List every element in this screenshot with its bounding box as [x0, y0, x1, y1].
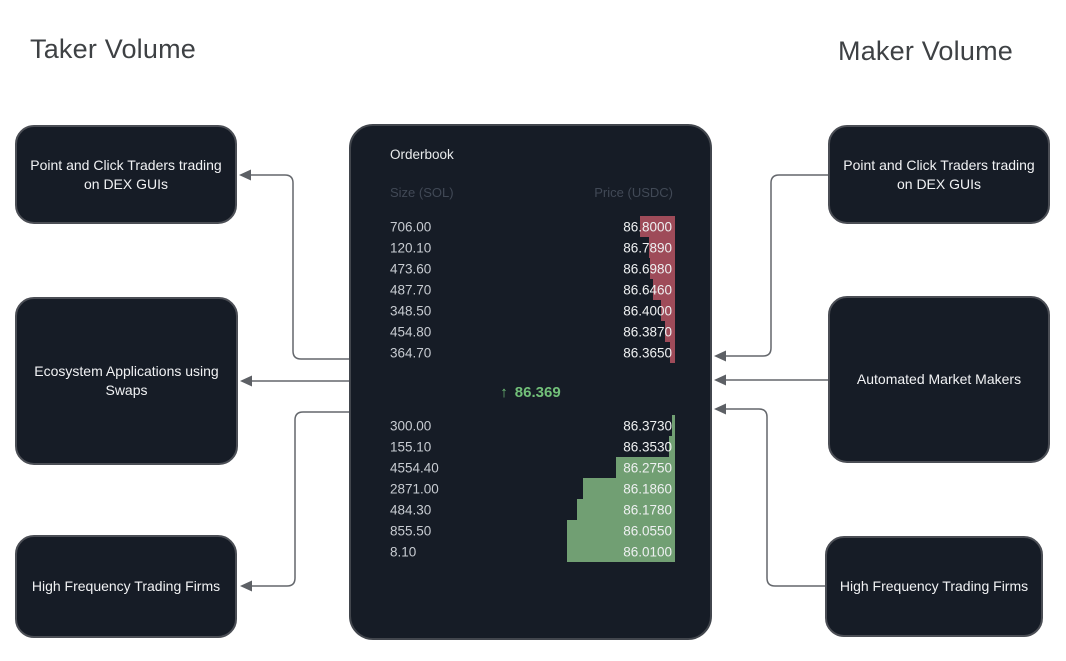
- orderbook-title: Orderbook: [390, 147, 454, 162]
- arrowhead-taker-hft: [240, 580, 252, 592]
- ask-row-price: 86.4000: [623, 303, 672, 318]
- ask-row-depth-bar: [670, 342, 675, 363]
- bid-row-size: 2871.00: [390, 481, 439, 496]
- maker-box-hft-firms-label: High Frequency Trading Firms: [839, 578, 1029, 595]
- ask-row-price: 86.7890: [623, 240, 672, 255]
- arrow-orderbook-to-taker-point-and-click: [251, 174, 349, 360]
- maker-volume-title: Maker Volume: [838, 36, 1013, 66]
- ask-row-size: 487.70: [390, 282, 432, 297]
- bids-list: 300.00 86.3730 155.10 86.3530 4554.40 86.2750…: [351, 415, 710, 562]
- bid-row-size: 155.10: [390, 439, 432, 454]
- size-column-header: Size (SOL): [390, 185, 454, 200]
- ask-row-depth-bar: [649, 237, 675, 258]
- bid-row: 855.50 86.0550: [351, 520, 710, 541]
- ask-row-depth-bar: [665, 321, 675, 342]
- mid-price: ↑ 86.369: [351, 379, 710, 405]
- bid-row: 155.10 86.3530: [351, 436, 710, 457]
- bid-row-price: 86.2750: [623, 460, 672, 475]
- ask-row-depth-bar: [661, 300, 675, 321]
- bid-row-depth-bar: [577, 499, 675, 520]
- taker-box-hft-firms-label: High Frequency Trading Firms: [31, 578, 221, 595]
- ask-row-size: 473.60: [390, 261, 432, 276]
- up-arrow-icon: ↑: [500, 383, 508, 401]
- orderbook-column-headers: Size (SOL) Price (USDC): [390, 185, 673, 200]
- ask-row-price: 86.6980: [623, 261, 672, 276]
- bid-row-depth-bar: [567, 520, 675, 541]
- bid-row-size: 484.30: [390, 502, 432, 517]
- maker-box-point-and-click-label: Point and Click Traders trading on DEX G…: [843, 156, 1035, 192]
- taker-box-hft-firms: High Frequency Trading Firms: [15, 535, 237, 638]
- bid-row: 4554.40 86.2750: [351, 457, 710, 478]
- arrow-maker-hft-to-orderbook: [726, 408, 825, 587]
- ask-row: 706.00 86.8000: [351, 216, 710, 237]
- taker-box-point-and-click-label: Point and Click Traders trading on DEX G…: [30, 156, 222, 192]
- mid-price-value: 86.369: [514, 383, 561, 401]
- maker-box-hft-firms: High Frequency Trading Firms: [825, 536, 1043, 637]
- taker-box-point-and-click: Point and Click Traders trading on DEX G…: [15, 125, 237, 224]
- bid-row-size: 300.00: [390, 418, 432, 433]
- bid-row-size: 8.10: [390, 544, 417, 559]
- bid-row-price: 86.3730: [623, 418, 672, 433]
- ask-row: 454.80 86.3870: [351, 321, 710, 342]
- bid-row-price: 86.0550: [623, 523, 672, 538]
- ask-row-depth-bar: [650, 258, 675, 279]
- ask-row-size: 364.70: [390, 345, 432, 360]
- maker-box-amm: Automated Market Makers: [828, 296, 1050, 463]
- bid-row-price: 86.1860: [623, 481, 672, 496]
- ask-row-depth-bar: [640, 216, 675, 237]
- bid-row: 2871.00 86.1860: [351, 478, 710, 499]
- bid-row-depth-bar: [616, 457, 675, 478]
- maker-box-amm-label: Automated Market Makers: [856, 371, 1022, 388]
- maker-box-point-and-click: Point and Click Traders trading on DEX G…: [828, 125, 1050, 224]
- ask-row-price: 86.3650: [623, 345, 672, 360]
- bid-row-size: 855.50: [390, 523, 432, 538]
- ask-row: 348.50 86.4000: [351, 300, 710, 321]
- bid-row-price: 86.1780: [623, 502, 672, 517]
- arrowhead-taker-ecosystem-apps: [240, 375, 252, 387]
- ask-row: 487.70 86.6460: [351, 279, 710, 300]
- arrowhead-maker-hft: [714, 403, 726, 415]
- bid-row-size: 4554.40: [390, 460, 439, 475]
- arrow-orderbook-to-taker-hft: [252, 411, 349, 587]
- taker-volume-title: Taker Volume: [30, 34, 196, 64]
- orderbook-panel: Orderbook Size (SOL) Price (USDC) 706.00…: [349, 124, 712, 640]
- bid-row-depth-bar: [672, 415, 675, 436]
- ask-row-size: 120.10: [390, 240, 432, 255]
- price-column-header: Price (USDC): [594, 185, 673, 200]
- arrowhead-maker-point-and-click: [714, 350, 726, 362]
- bid-row-depth-bar: [583, 478, 675, 499]
- arrow-maker-point-and-click-to-orderbook: [726, 174, 828, 357]
- bid-row: 300.00 86.3730: [351, 415, 710, 436]
- taker-box-ecosystem-apps-label: Ecosystem Applications using Swaps: [34, 363, 219, 398]
- ask-row-size: 706.00: [390, 219, 432, 234]
- bid-row-price: 86.3530: [623, 439, 672, 454]
- bid-row-depth-bar: [669, 436, 675, 457]
- ask-row-depth-bar: [653, 279, 675, 300]
- bid-row: 8.10 86.0100: [351, 541, 710, 562]
- ask-row-size: 348.50: [390, 303, 432, 318]
- ask-row-size: 454.80: [390, 324, 432, 339]
- arrowhead-taker-point-and-click: [239, 169, 251, 181]
- bid-row-depth-bar: [567, 541, 675, 562]
- ask-row: 364.70 86.3650: [351, 342, 710, 363]
- bid-row-price: 86.0100: [623, 544, 672, 559]
- ask-row-price: 86.3870: [623, 324, 672, 339]
- ask-row-price: 86.6460: [623, 282, 672, 297]
- arrowhead-maker-amm: [714, 374, 726, 386]
- ask-row: 473.60 86.6980: [351, 258, 710, 279]
- ask-row: 120.10 86.7890: [351, 237, 710, 258]
- ask-row-price: 86.8000: [623, 219, 672, 234]
- taker-box-ecosystem-apps: Ecosystem Applications using Swaps: [15, 297, 238, 465]
- bid-row: 484.30 86.1780: [351, 499, 710, 520]
